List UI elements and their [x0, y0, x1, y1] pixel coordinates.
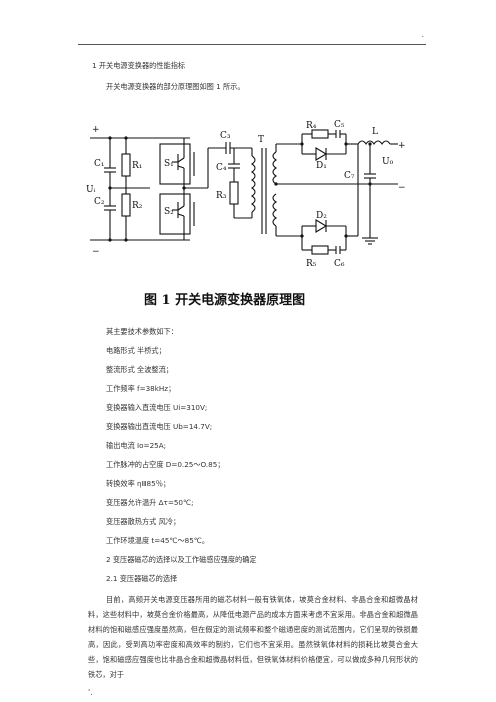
- label-r5: R₅: [306, 259, 317, 269]
- intro-text: 开关电源变换器的部分原理图如图 1 所示。: [106, 82, 245, 91]
- label-r2: R₂: [132, 201, 143, 211]
- circuit-diagram: + − Uᵢ C₁ C₂ R₁ R₂ S₁ S₂ C₃ C₄ R₃ T R₄ C…: [86, 120, 406, 308]
- param-frequency: 工作频率 f=38kHz；: [106, 384, 176, 393]
- section-2-title: 2 变压器磁芯的选择以及工作磁感应强度的确定: [106, 555, 257, 564]
- label-ui: Uᵢ: [86, 185, 96, 195]
- param-output-voltage: 变换器输出直流电压 Ub=14.7V;: [106, 422, 213, 431]
- label-c3: C₃: [220, 131, 231, 141]
- header-rule: [78, 44, 426, 45]
- param-cooling: 变压器散热方式 风冷；: [106, 517, 181, 526]
- label-c5: C₅: [334, 120, 345, 130]
- label-uo: U₀: [382, 157, 394, 167]
- label-r1: R₁: [132, 161, 142, 171]
- label-c2: C₂: [94, 197, 105, 207]
- label-t: T: [258, 135, 264, 145]
- label-output-plus: +: [398, 141, 406, 151]
- param-efficiency: 转换效率 ηⅢ85％；: [106, 479, 171, 488]
- param-rectification: 整流形式 全波整流；: [106, 365, 173, 374]
- param-temperature-rise: 变压器允许温升 Δτ=50℃;: [106, 498, 194, 507]
- section-1-title: 1 开关电源变换器的性能指标: [92, 61, 186, 70]
- header-mark: .: [421, 30, 424, 39]
- footer-mark: '.: [88, 688, 93, 697]
- label-r4: R₄: [306, 121, 317, 131]
- label-d2: D₂: [316, 211, 327, 221]
- params-intro: 其主要技术参数如下：: [106, 327, 178, 336]
- label-s1: S₁: [164, 159, 174, 169]
- label-l: L: [372, 127, 378, 137]
- param-output-current: 输出电流 Io=25A;: [106, 441, 167, 450]
- param-input-voltage: 变换器输入直流电压 Ui=310V;: [106, 403, 208, 412]
- param-duty-cycle: 工作脉冲的占空度 D=0.25～O.85；: [106, 460, 225, 469]
- param-circuit: 电路形式 半桥式；: [106, 346, 166, 355]
- label-s2: S₂: [164, 207, 174, 217]
- label-input-minus: −: [92, 247, 100, 257]
- label-d1: D₁: [316, 161, 327, 171]
- label-c1: C₁: [94, 159, 105, 169]
- label-input-plus: +: [92, 125, 100, 135]
- figure-caption: 图 1 开关电源变换器原理图: [144, 292, 305, 308]
- label-c7: C₇: [344, 171, 355, 181]
- label-c6: C₆: [334, 259, 345, 269]
- param-ambient-temperature: 工作环境温度 t=45℃～85℃。: [106, 536, 210, 545]
- label-r3: R₃: [216, 191, 227, 201]
- section-2-1-title: 2.1 变压器磁芯的选择: [106, 574, 178, 583]
- label-output-minus: −: [398, 183, 406, 193]
- body-paragraph: 目前，高频开关电源变压器所用的磁芯材料一般有铁氧体，坡莫合金材料、非晶合金和超微…: [88, 595, 418, 679]
- label-c4: C₄: [216, 163, 227, 173]
